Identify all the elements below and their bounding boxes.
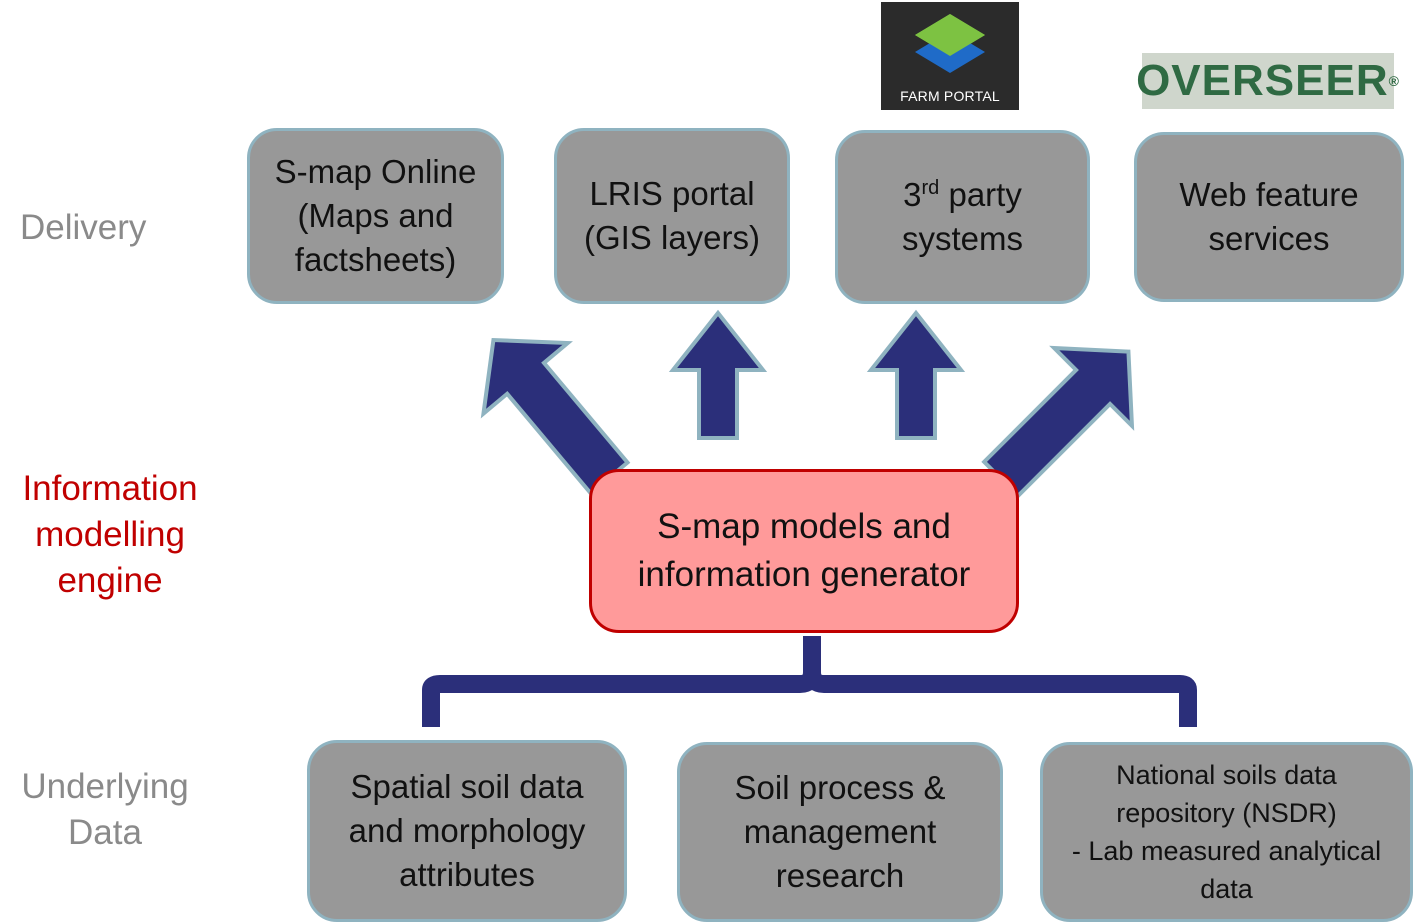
box-line: systems (901, 220, 1023, 257)
box-line: S-map models and (657, 507, 951, 546)
box-line: Spatial soil data (350, 768, 584, 805)
box-line: - Lab measured analytical (1071, 836, 1382, 866)
box-line: repository (NSDR) (1116, 798, 1337, 828)
box-line: management (743, 813, 937, 850)
box-line: services (1208, 220, 1330, 257)
delivery-box-web-feature: Web feature services (1134, 132, 1404, 302)
box-line: National soils data (1116, 760, 1337, 790)
farm-portal-logo-text: FARM PORTAL (900, 88, 1000, 104)
center-box-models-generator: S-map models and information generator (589, 469, 1019, 633)
box-line: factsheets) (294, 241, 457, 278)
box-line: attributes (399, 856, 535, 893)
box-line: data (1200, 874, 1253, 904)
box-line: 3rd party (903, 173, 1022, 217)
box-line: research (775, 857, 905, 894)
data-box-nsdr: National soils data repository (NSDR) - … (1040, 742, 1413, 922)
box-line: (GIS layers) (583, 219, 761, 256)
farm-portal-logo: FARM PORTAL (881, 2, 1019, 110)
box-line: Web feature (1179, 176, 1359, 213)
box-line: LRIS portal (589, 175, 755, 212)
third-party-number: 3 (903, 176, 922, 213)
data-label-line-2: Data (68, 813, 142, 852)
third-party-superscript: rd (921, 177, 940, 199)
data-box-soil-process: Soil process & management research (677, 742, 1003, 922)
delivery-box-smap-online: S-map Online (Maps and factsheets) (247, 128, 504, 304)
engine-label: Information modelling engine (0, 466, 220, 604)
third-party-suffix: party (939, 176, 1022, 213)
box-line: S-map Online (274, 153, 477, 190)
delivery-box-third-party: 3rd party systems (835, 130, 1090, 304)
data-bracket (422, 636, 1197, 727)
data-label: Underlying Data (0, 764, 210, 856)
box-line: information generator (637, 555, 971, 594)
farm-portal-diamond-icon (915, 14, 985, 73)
delivery-label: Delivery (20, 208, 147, 247)
arrow-to-lris-portal (668, 309, 768, 440)
box-line: Soil process & (734, 769, 946, 806)
box-line: and morphology (348, 812, 586, 849)
engine-label-line-1: Information (22, 469, 198, 508)
data-label-line-1: Underlying (21, 767, 189, 806)
engine-label-line-3: engine (57, 561, 163, 600)
box-line: (Maps and (297, 197, 454, 234)
engine-label-line-2: modelling (35, 515, 185, 554)
delivery-box-lris-portal: LRIS portal (GIS layers) (554, 128, 790, 304)
data-box-spatial-soil: Spatial soil data and morphology attribu… (307, 740, 627, 922)
overseer-logo: OVERSEER® (1136, 53, 1399, 109)
overseer-logo-text: OVERSEER (1136, 56, 1389, 105)
arrow-to-third-party (866, 309, 966, 440)
